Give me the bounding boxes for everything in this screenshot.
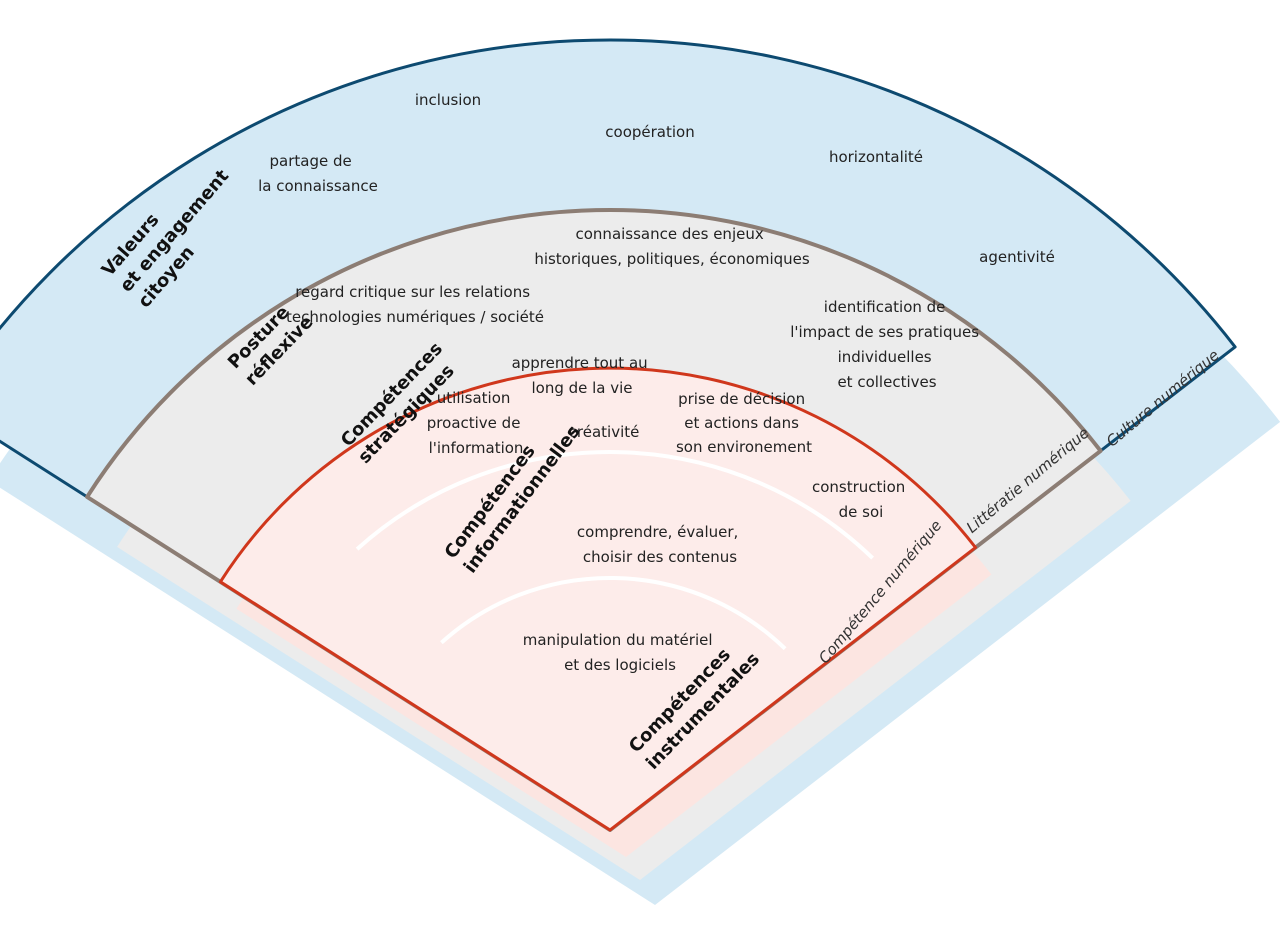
label-partage: partage de la connaissance xyxy=(258,152,378,195)
label-horizontalite: horizontalité xyxy=(829,148,923,166)
label-agentivite: agentivité xyxy=(979,248,1055,266)
label-manipulation: manipulation du matériel et des logiciel… xyxy=(523,631,718,674)
label-construction: construction de soi xyxy=(812,478,910,521)
divider-arc-strategiques xyxy=(355,450,874,560)
label-utilisation: utilisation proactive de l'information xyxy=(427,389,525,457)
label-comprendre: comprendre, évaluer, choisir des contenu… xyxy=(577,523,743,566)
divider-arc-informationnelles xyxy=(440,575,787,651)
label-decision: prise de décision et actions dans son en… xyxy=(676,390,812,456)
label-enjeux: connaissance des enjeux historiques, pol… xyxy=(534,225,810,268)
label-cooperation: coopération xyxy=(605,123,694,141)
competences-sector xyxy=(218,366,977,832)
label-regard: regard critique sur les relations techno… xyxy=(286,283,544,326)
label-impact: identification de l'impact de ses pratiq… xyxy=(790,298,984,391)
label-inclusion: inclusion xyxy=(415,91,481,109)
label-creativite: créativité xyxy=(569,423,640,441)
label-apprendre: apprendre tout au long de la vie xyxy=(512,354,653,397)
